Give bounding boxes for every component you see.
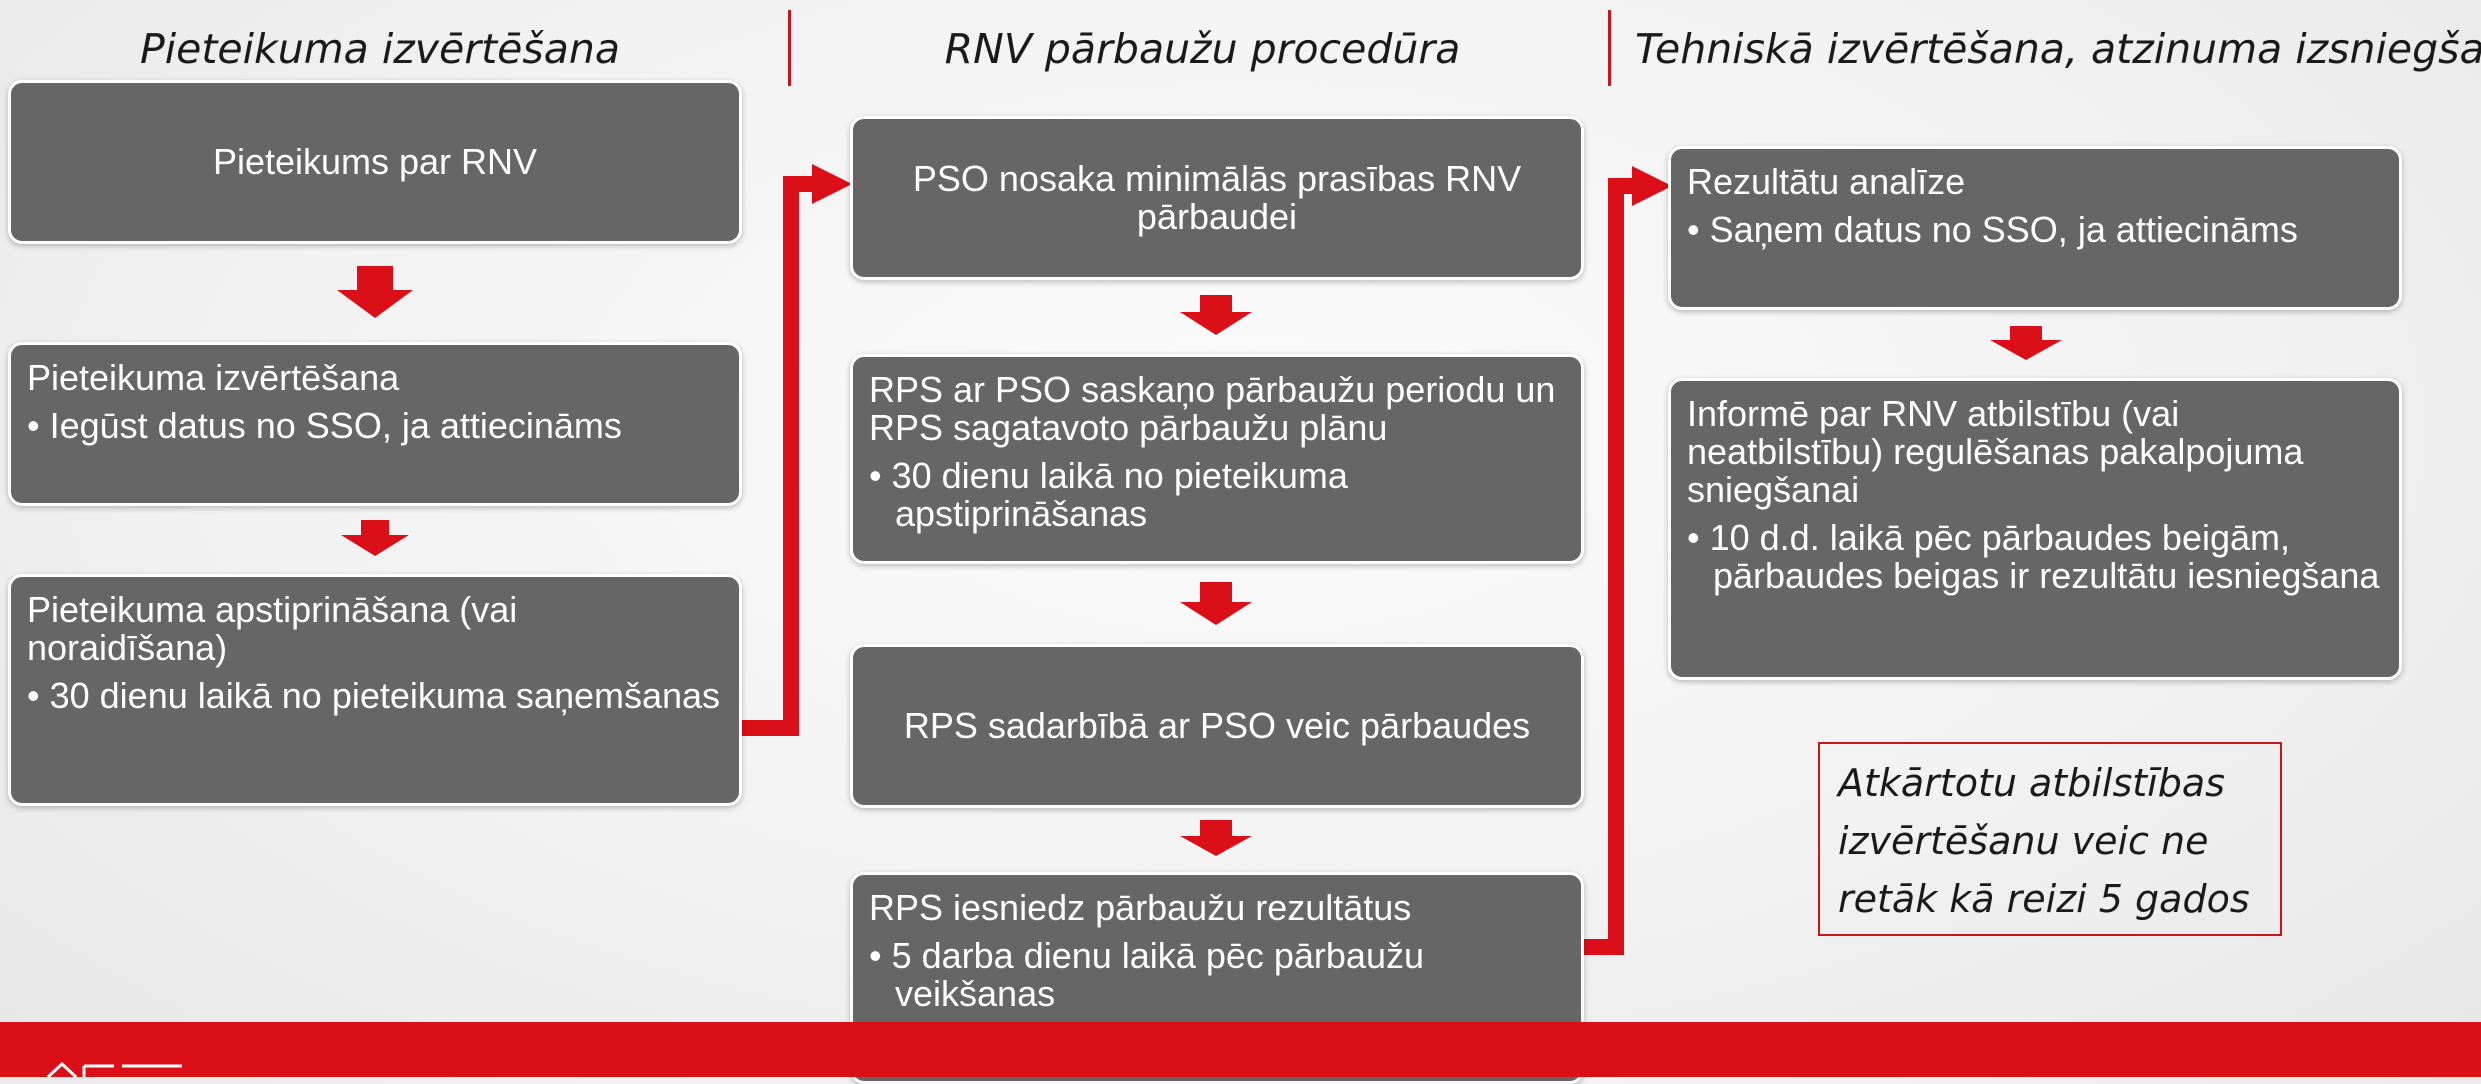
connector-col2-to-col3 [1582, 178, 1640, 955]
box-bullet: • 30 dienu laikā no pieteikuma apstiprin… [869, 455, 1348, 534]
box-pso-requirements: PSO nosaka minimālās prasības RNV pārbau… [850, 116, 1584, 280]
column-title-2: RNV pārbaužu procedūra [944, 25, 1461, 73]
down-arrow-icon [1990, 326, 2062, 360]
box-text: Pieteikums par RNV [212, 141, 538, 182]
footer-band [0, 1022, 2481, 1077]
box-bullet: • 5 darba dienu laikā pēc pārbaužu veikš… [869, 935, 1424, 1014]
box-heading: Pieteikuma apstiprināšana (vai noraidīša… [27, 589, 518, 668]
box-heading: Pieteikuma izvērtēšana [27, 357, 400, 398]
box-bullet: • Iegūst datus no SSO, ja attiecināms [27, 405, 622, 446]
column-divider-1 [788, 10, 791, 86]
box-application-evaluation: Pieteikuma izvērtēšana • Iegūst datus no… [8, 342, 742, 506]
down-arrow-icon [1180, 820, 1252, 856]
column-divider-2 [1608, 10, 1611, 86]
down-arrow-icon [337, 266, 413, 318]
box-rps-plan-agreement: RPS ar PSO saskaņo pārbaužu periodu un R… [850, 354, 1584, 564]
down-arrow-icon [1180, 295, 1252, 335]
connector-col1-to-col2 [742, 176, 820, 736]
box-heading: Informē par RNV atbilstību (vai neatbils… [1687, 393, 2304, 510]
logo-icon [46, 1062, 182, 1077]
box-bullet: • Saņem datus no SSO, ja attiecināms [1687, 209, 2298, 250]
box-application-submitted: Pieteikums par RNV [8, 80, 742, 244]
box-bullet: • 30 dienu laikā no pieteikuma saņemšana… [27, 675, 721, 716]
box-compliance-notification: Informē par RNV atbilstību (vai neatbils… [1668, 378, 2402, 680]
box-rps-performs-tests: RPS sadarbībā ar PSO veic pārbaudes [850, 644, 1584, 808]
down-arrow-icon [1180, 582, 1252, 625]
box-text: PSO nosaka minimālās prasības RNV pārbau… [912, 158, 1522, 237]
box-heading: Rezultātu analīze [1687, 161, 1966, 202]
connector-arrowhead-col3 [1632, 166, 1672, 206]
reassessment-note: Atkārtotu atbilstības izvērtēšanu veic n… [1818, 742, 2282, 936]
column-title-1: Pieteikuma izvērtēšana [139, 25, 620, 73]
box-text: RPS sadarbībā ar PSO veic pārbaudes [903, 705, 1531, 746]
box-application-approval: Pieteikuma apstiprināšana (vai noraidīša… [8, 574, 742, 806]
column-title-3: Tehniskā izvērtēšana, atzinuma izsniegša… [1635, 25, 2481, 73]
down-arrow-icon [341, 520, 409, 556]
box-heading: RPS ar PSO saskaņo pārbaužu periodu un R… [869, 369, 1556, 448]
box-bullet: • 10 d.d. laikā pēc pārbaudes beigām, pā… [1687, 517, 2380, 596]
box-heading: RPS iesniedz pārbaužu rezultātus [869, 887, 1412, 928]
box-results-analysis: Rezultātu analīze • Saņem datus no SSO, … [1668, 146, 2402, 310]
connector-arrowhead-col2 [812, 164, 852, 204]
